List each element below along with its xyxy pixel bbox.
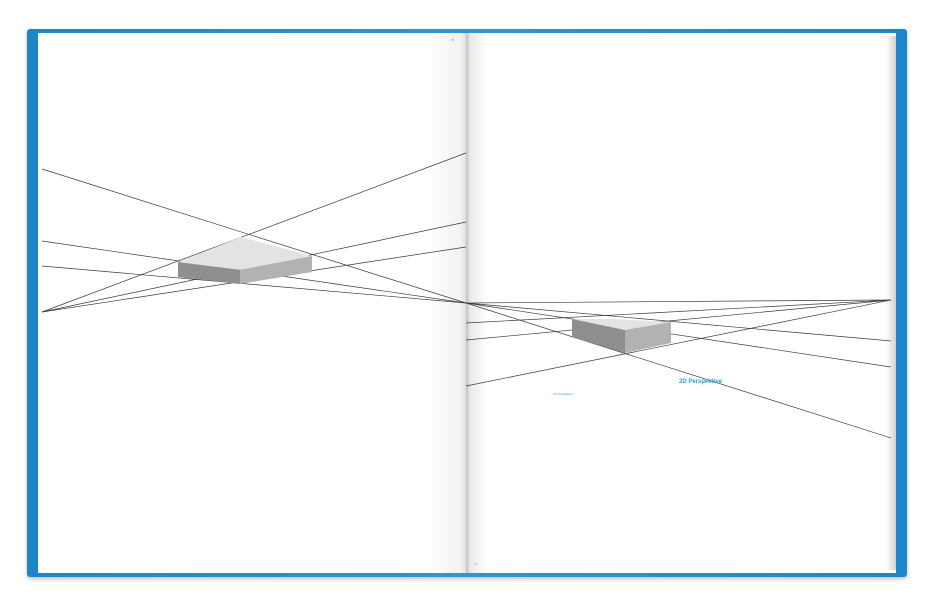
right-box — [572, 319, 671, 353]
right-page-edge — [886, 36, 896, 570]
left-page — [38, 33, 468, 573]
right-perspective-lines — [465, 299, 892, 439]
caption-small: 2D Perspektive — [553, 392, 574, 396]
left-page-number: 76 — [451, 38, 455, 42]
right-page — [466, 33, 896, 573]
caption-title: 2D Perspektive — [679, 379, 723, 385]
left-box — [178, 237, 312, 284]
right-page-number: 77 — [474, 562, 478, 566]
left-page-gutter-shadow — [430, 33, 468, 573]
